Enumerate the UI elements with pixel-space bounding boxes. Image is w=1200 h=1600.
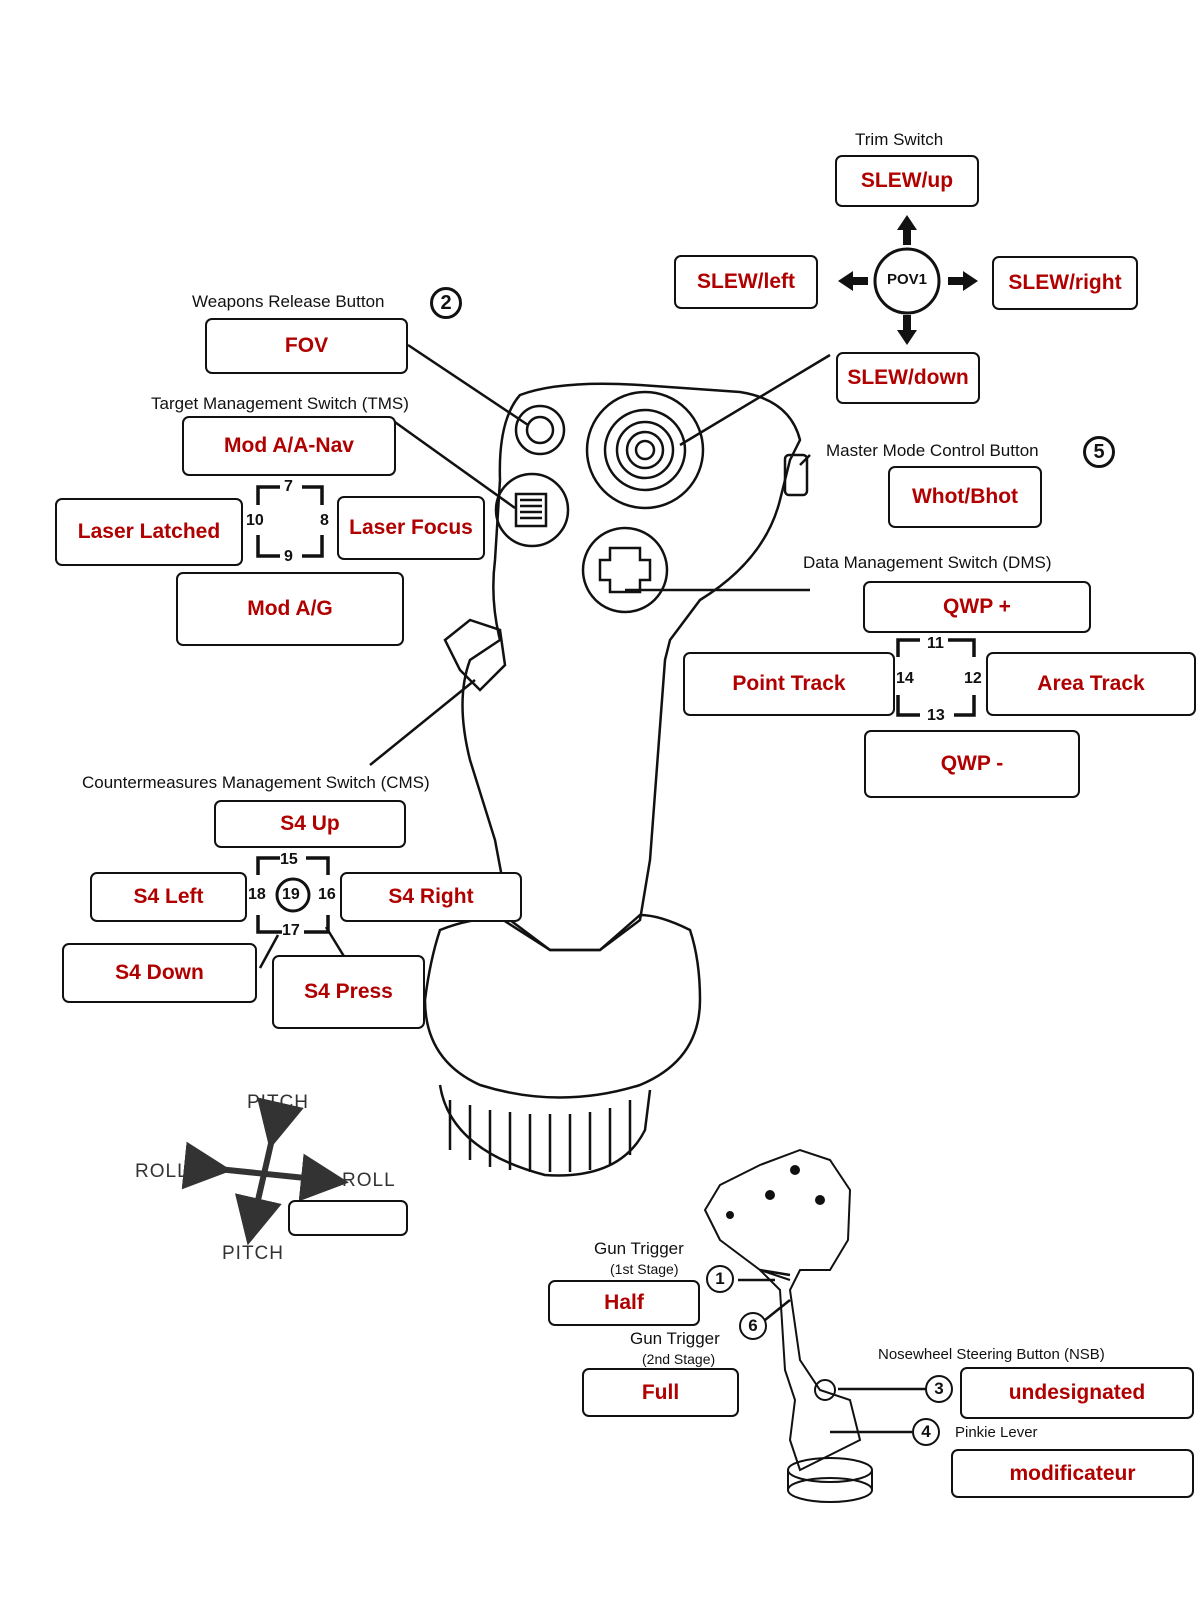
half-box: Half: [548, 1280, 700, 1326]
tms-label: Target Management Switch (TMS): [151, 394, 409, 413]
cms-up-box: S4 Up: [214, 800, 406, 848]
grip-leader-lines: [738, 1278, 930, 1434]
cms-num-up: 15: [280, 851, 298, 868]
badge-5-icon: 5: [1083, 436, 1115, 468]
empty-axis-box: [288, 1200, 408, 1236]
tms-left-box: Laser Latched: [55, 498, 243, 566]
cms-num-down: 17: [282, 922, 300, 939]
dms-right-box: Area Track: [986, 652, 1196, 716]
nsb-label: Nosewheel Steering Button (NSB): [878, 1346, 1105, 1363]
cms-num-left: 18: [248, 886, 266, 903]
tms-right-box: Laser Focus: [337, 496, 485, 560]
direction-brackets: [256, 485, 976, 934]
pov-arrows: [838, 215, 978, 345]
cms-right-box: S4 Right: [340, 872, 522, 922]
dms-num-down: 13: [927, 707, 945, 724]
grip-side-view: [703, 1148, 873, 1503]
master-mode-label: Master Mode Control Button: [826, 441, 1039, 460]
dms-left-box: Point Track: [683, 652, 895, 716]
tms-num-right: 8: [320, 512, 329, 529]
tms-num-up: 7: [284, 478, 293, 495]
pitch-roll-cross: [181, 1097, 349, 1246]
gun-trigger-1-label: Gun Trigger: [594, 1239, 684, 1258]
dms-up-box: QWP +: [863, 581, 1091, 633]
dms-down-box: QWP -: [864, 730, 1080, 798]
cms-num-right: 16: [318, 886, 336, 903]
gun-trigger-1-stage: (1st Stage): [610, 1261, 679, 1277]
cms-press-box: S4 Press: [272, 955, 425, 1029]
badge-6-icon: 6: [739, 1312, 767, 1340]
whot-bhot-box: Whot/Bhot: [888, 466, 1042, 528]
dms-num-right: 12: [964, 670, 982, 687]
tms-down-box: Mod A/G: [176, 572, 404, 646]
tms-num-down: 9: [284, 548, 293, 565]
pov1-label: POV1: [886, 271, 928, 288]
roll-right-label: ROLL: [342, 1170, 396, 1191]
pinkie-lever-label: Pinkie Lever: [955, 1424, 1038, 1441]
cms-num-press: 19: [282, 886, 300, 903]
leader-lines: [258, 343, 831, 969]
trim-switch-label: Trim Switch: [855, 130, 944, 149]
cms-down-box: S4 Down: [62, 943, 257, 1003]
cms-left-box: S4 Left: [90, 872, 247, 922]
gun-trigger-2-stage: (2nd Stage): [642, 1351, 716, 1367]
slew-left-box: SLEW/left: [674, 255, 818, 309]
cms-label: Countermeasures Management Switch (CMS): [82, 773, 430, 792]
pitch-bottom-label: PITCH: [222, 1243, 284, 1264]
dms-num-left: 14: [896, 670, 914, 687]
pitch-top-label: PITCH: [247, 1092, 309, 1113]
badge-2-icon: 2: [430, 287, 462, 319]
undesignated-box: undesignated: [960, 1367, 1194, 1419]
dms-num-up: 11: [927, 635, 944, 652]
slew-up-box: SLEW/up: [835, 155, 979, 207]
modificateur-box: modificateur: [951, 1449, 1194, 1498]
badge-1-icon: 1: [706, 1265, 734, 1293]
stick-body: [423, 382, 809, 1177]
slew-down-box: SLEW/down: [836, 352, 980, 404]
tms-up-box: Mod A/A-Nav: [182, 416, 396, 476]
gun-trigger-2-label: Gun Trigger: [630, 1329, 720, 1348]
full-box: Full: [582, 1368, 739, 1417]
badge-4-icon: 4: [912, 1418, 940, 1446]
badge-3-icon: 3: [925, 1375, 953, 1403]
slew-right-box: SLEW/right: [992, 256, 1138, 310]
weapons-release-label: Weapons Release Button: [192, 292, 385, 311]
roll-left-label: ROLL: [135, 1161, 189, 1182]
tms-num-left: 10: [246, 512, 264, 529]
dms-label: Data Management Switch (DMS): [803, 553, 1052, 572]
fov-box: FOV: [205, 318, 408, 374]
